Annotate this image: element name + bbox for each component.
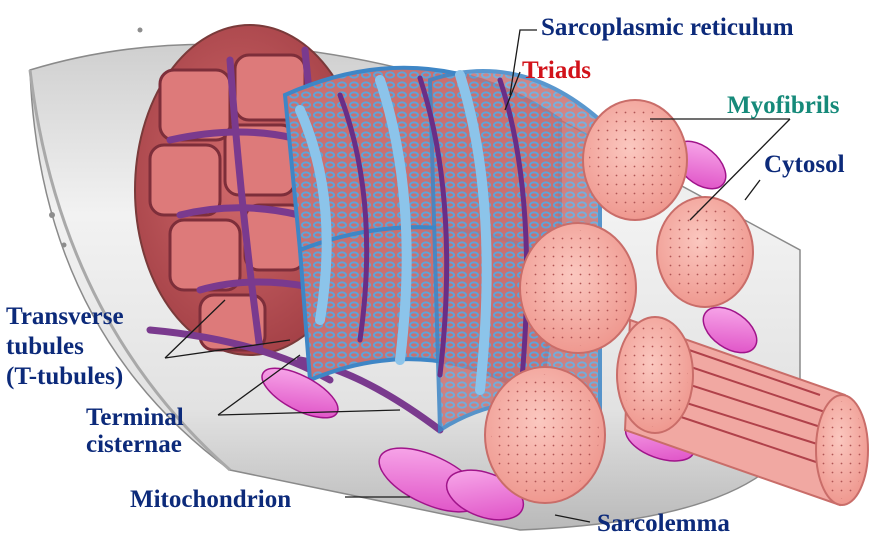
membrane-pore xyxy=(138,28,143,33)
leader-cytosol xyxy=(745,180,760,200)
label-sarcolemma: Sarcolemma xyxy=(597,510,730,537)
label-transverse-tubules: Transverse tubules (T-tubules) xyxy=(6,302,124,392)
membrane-pore xyxy=(62,243,67,248)
label-mitochondrion: Mitochondrion xyxy=(130,486,291,513)
membrane-pore xyxy=(49,212,55,218)
label-sarcoplasmic-reticulum: Sarcoplasmic reticulum xyxy=(541,14,794,41)
label-triads: Triads xyxy=(522,57,591,84)
label-terminal-cisternae: Terminal cisternae xyxy=(86,404,184,458)
label-myofibrils: Myofibrils xyxy=(727,92,840,119)
label-cytosol: Cytosol xyxy=(764,151,845,178)
